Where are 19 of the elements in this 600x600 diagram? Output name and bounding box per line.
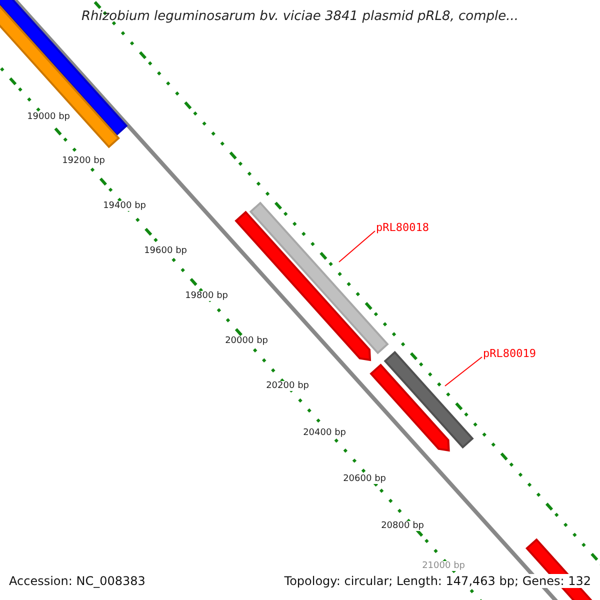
position-label: 19600 bp: [144, 246, 187, 256]
gene-bar: [384, 350, 474, 449]
leader-line: [444, 356, 482, 386]
position-label: 19200 bp: [62, 156, 105, 166]
accession-text: Accession: NC_008383: [9, 574, 146, 588]
title: Rhizobium leguminosarum bv. viciae 3841 plasmid pRL8, comple...: [80, 9, 520, 24]
position-label: 19000 bp: [27, 112, 70, 122]
position-label: 20200 bp: [266, 381, 309, 391]
position-label: 21000 bp: [422, 561, 465, 571]
position-label: 20400 bp: [303, 428, 346, 438]
gene-label: pRL80018: [376, 221, 429, 234]
position-label: 20000 bp: [225, 336, 268, 346]
position-label: 20600 bp: [343, 474, 386, 484]
leader-line: [338, 230, 376, 262]
position-label: 20800 bp: [381, 521, 424, 531]
summary-text: Topology: circular; Length: 147,463 bp; Genes: 132: [284, 574, 591, 588]
gene-label: pRL80019: [483, 347, 536, 360]
position-label: 19400 bp: [103, 201, 146, 211]
position-label: 19800 bp: [185, 291, 228, 301]
